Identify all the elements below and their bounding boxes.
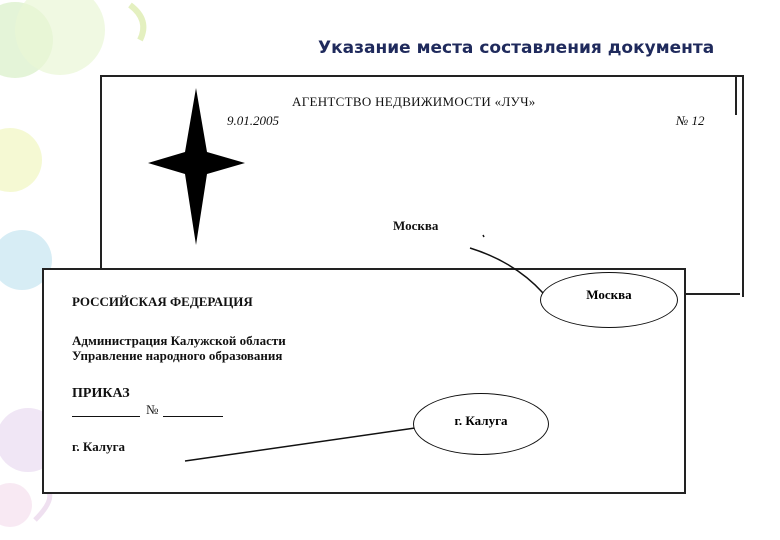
document-sample-agency bbox=[100, 75, 744, 297]
bubble-decoration bbox=[15, 0, 105, 75]
bubble-decoration bbox=[0, 128, 42, 192]
bubble-decoration bbox=[0, 483, 32, 527]
document-number: № 12 bbox=[676, 113, 705, 128]
bubble-decoration bbox=[0, 230, 52, 290]
place-of-compilation: Москва bbox=[393, 218, 439, 233]
document-date: 9.01.2005 bbox=[227, 113, 279, 128]
agency-name: АГЕНТСТВО НЕДВИЖИМОСТИ «ЛУЧ» bbox=[292, 94, 536, 109]
date-blank-line bbox=[72, 416, 140, 417]
callout-bubble-kaluga: г. Калуга bbox=[413, 393, 549, 455]
number-blank-line bbox=[163, 416, 223, 417]
callout-text: Москва bbox=[586, 287, 632, 302]
administration-name: Администрация Калужской области bbox=[72, 333, 286, 348]
callout-text: г. Калуга bbox=[454, 413, 508, 428]
document-type: ПРИКАЗ bbox=[72, 386, 130, 401]
country-name: РОССИЙСКАЯ ФЕДЕРАЦИЯ bbox=[72, 294, 253, 309]
streak-decoration bbox=[128, 2, 147, 42]
slide-title: Указание места составления документа bbox=[318, 38, 715, 58]
document-frame-edge bbox=[735, 75, 737, 115]
place-of-compilation: г. Калуга bbox=[72, 439, 126, 454]
number-sign: № bbox=[146, 402, 159, 417]
department-name: Управление народного образования bbox=[72, 348, 283, 363]
document-frame-edge bbox=[683, 293, 740, 295]
callout-bubble-moscow: Москва bbox=[540, 272, 678, 328]
